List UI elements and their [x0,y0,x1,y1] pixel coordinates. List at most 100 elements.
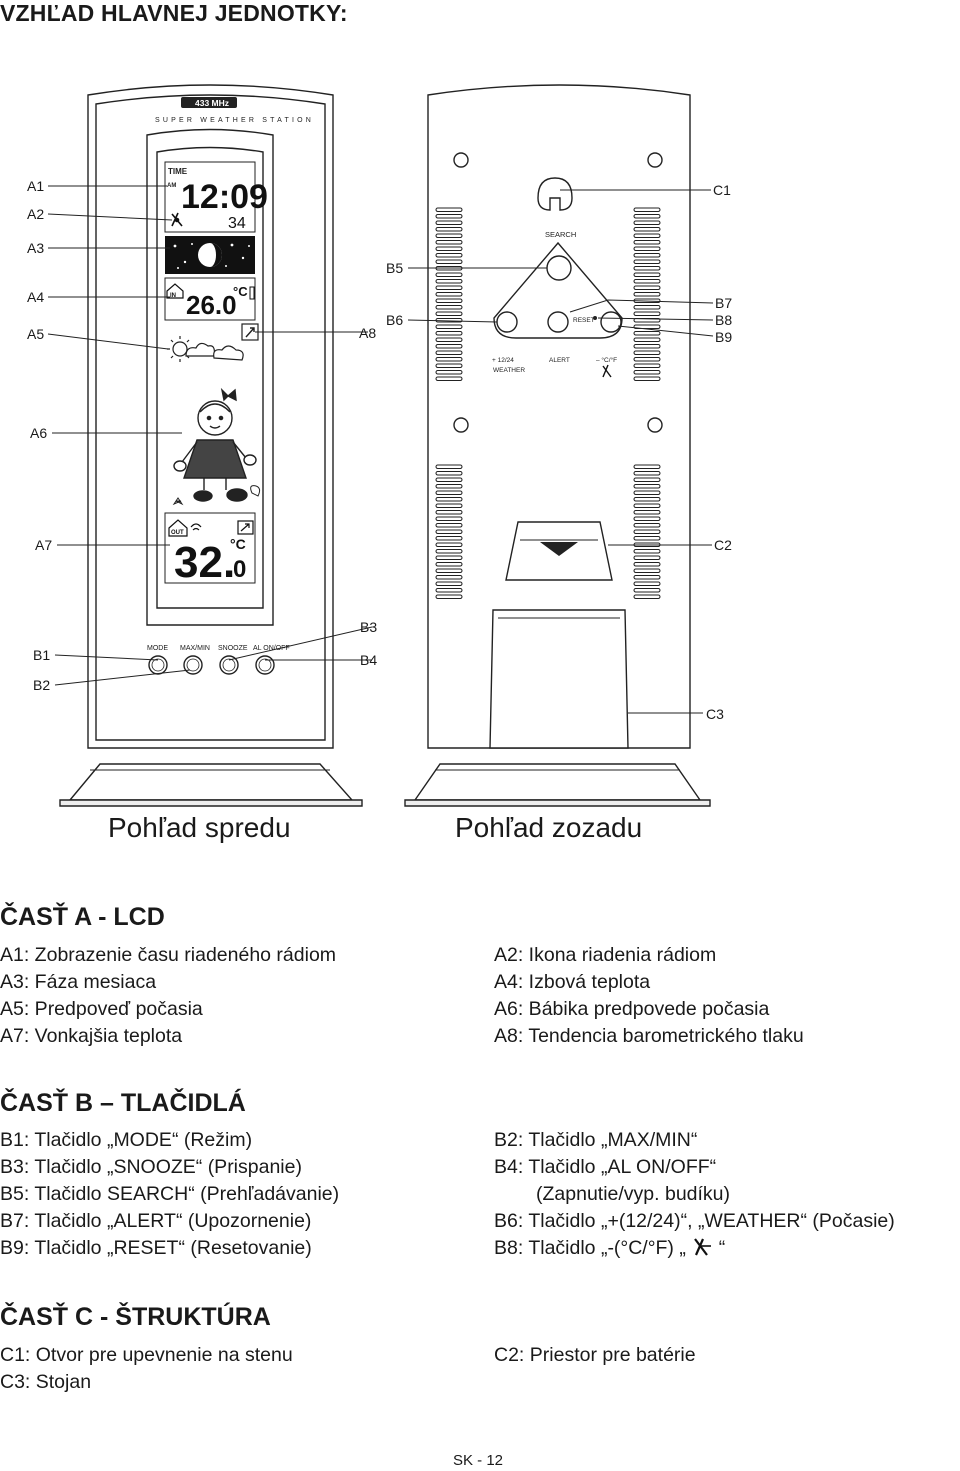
vent-slot [435,497,463,502]
star-icon [172,497,184,506]
vent-slot [633,272,661,277]
vent-slot [435,370,463,375]
callout-a2: A2 [27,206,44,222]
callout-a8: A8 [359,325,376,341]
vent-slot [435,279,463,284]
vent-slot [633,220,661,225]
callout-b8: B8 [715,312,732,328]
back-view-caption: Pohľad zozadu [455,812,643,843]
reset-button[interactable] [593,316,597,320]
minus-label: – °C/°F [596,356,617,364]
vent-slot [633,490,661,495]
vent-slot [633,568,661,573]
vent-slot [633,233,661,238]
plus-label: + 12/24 [492,357,514,364]
vent-slot [633,266,661,271]
vent-slot [633,285,661,290]
vent-slot [633,305,661,310]
cloud-icon [185,342,244,361]
moon-icon [198,243,222,267]
section-a-item: A8: Tendencia barometrického tlaku [494,1025,804,1047]
minus-unit-button[interactable] [600,311,622,333]
section-b-item: B3: Tlačidlo „SNOOZE“ (Prispanie) [0,1156,302,1178]
alert-button[interactable] [547,311,569,333]
callout-c2: C2 [714,537,732,553]
radio-tower-small-icon [602,364,612,378]
wall-mount-hole-icon [537,177,573,211]
vent-slot [633,575,661,580]
section-b-item: B1: Tlačidlo „MODE“ (Režim) [0,1129,253,1151]
vent-slot [633,227,661,232]
b8-text: B8: Tlačidlo „-(°C/°F) „ [494,1237,686,1259]
section-a-item: A2: Ikona riadenia rádiom [494,944,717,966]
vent-slot [435,471,463,476]
alonoff-button-label: AL ON/OFF [253,645,290,652]
section-b-item: B5: Tlačidlo SEARCH“ (Prehľadávanie) [0,1183,340,1205]
vent-slot [435,357,463,362]
vent-slot [435,305,463,310]
vent-slot [435,207,463,212]
vent-slot [633,562,661,567]
vent-slot [435,298,463,303]
callout-b1: B1 [33,647,50,663]
section-a-item: A5: Predpoveď počasia [0,998,203,1020]
callout-a5: A5 [27,326,44,342]
vent-slot [633,503,661,508]
section-b-item: B9: Tlačidlo „RESET“ (Resetovanie) [0,1237,312,1259]
weather-doll-icon [173,387,257,502]
vent-slot [633,549,661,554]
vent-slot [633,337,661,342]
section-b-item: B7: Tlačidlo „ALERT“ (Upozornenie) [0,1210,312,1232]
vent-slot [633,279,661,284]
vent-slot [435,516,463,521]
vent-slot [435,490,463,495]
section-c-item: C2: Priestor pre batérie [494,1344,696,1366]
vent-slot [633,376,661,381]
page-number: SK - 12 [453,1452,504,1469]
vent-slot [435,549,463,554]
vent-slot [435,311,463,316]
b8-close-quote: “ [718,1237,726,1259]
vent-slot [435,575,463,580]
lcd-out-temp: 32. [174,538,235,587]
vent-slot [633,363,661,368]
section-c-item: C1: Otvor pre upevnenie na stenu [0,1344,293,1366]
reset-label: RESET [573,317,595,324]
vent-slot [435,510,463,515]
callout-a3: A3 [27,240,44,256]
vent-slot [633,259,661,264]
vent-slot [435,337,463,342]
section-a-item: A7: Vonkajšia teplota [0,1025,183,1047]
search-label: SEARCH [545,230,576,239]
vent-slot [435,523,463,528]
vent-slot [633,311,661,316]
vent-slot [633,529,661,534]
page-heading: VZHĽAD HLAVNEJ JEDNOTKY: [0,0,348,26]
trend-up-icon [237,520,254,535]
vent-slot [633,350,661,355]
vent-slot [633,214,661,219]
section-a-item: A6: Bábika predpovede počasia [494,998,770,1020]
vent-slot [633,240,661,245]
vent-slot [435,503,463,508]
maxmin-button-label: MAX/MIN [180,645,210,652]
radio-tower-icon [694,1238,712,1256]
mode-button-label: MODE [147,645,168,652]
radio-tower-icon [171,212,183,227]
section-a-item: A1: Zobrazenie času riadeného rádiom [0,944,337,966]
plus-weather-button[interactable] [496,311,518,333]
vent-slot [633,253,661,258]
lcd-in-unit: °C [233,284,248,299]
section-a-item: A4: Izbová teplota [494,971,651,993]
vent-slot [633,370,661,375]
vent-slot [435,246,463,251]
vent-slot [633,581,661,586]
vent-slot [435,363,463,368]
lcd-out-unit: °C [230,536,246,552]
front-callout-lines [47,185,373,686]
section-c-title: ČASŤ C - ŠTRUKTÚRA [0,1303,271,1331]
vent-slot [633,477,661,482]
search-button[interactable] [546,255,572,281]
lcd-out-label: OUT [171,530,184,536]
vent-slot [633,324,661,329]
